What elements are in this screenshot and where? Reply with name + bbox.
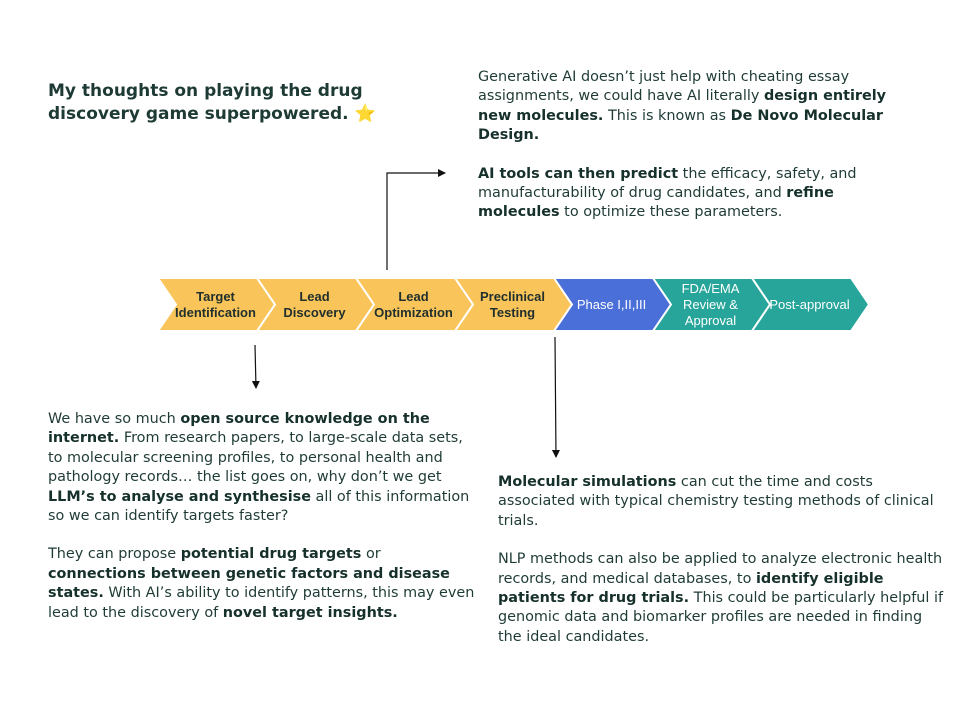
pipeline-step-label: Lead — [299, 289, 329, 304]
title-text: My thoughts on playing the drug discover… — [48, 81, 363, 124]
simulation-paragraph-1: Molecular simulations can cut the time a… — [498, 473, 948, 531]
pipeline-step-label: Review & — [683, 297, 738, 312]
target-identification-text-block: We have so much open source knowledge on… — [48, 410, 478, 642]
text-span: all of this information so we can identi… — [48, 488, 470, 525]
simulation-paragraph-2: NLP methods can also be applied to analy… — [498, 550, 948, 647]
pipeline-step-label: Optimization — [374, 305, 453, 320]
text-span: Generative AI doesn’t just help with che… — [478, 69, 850, 105]
pipeline-step-5: Phase I,II,III — [552, 277, 673, 332]
bold-span: novel target insights. — [222, 604, 398, 621]
connector-arrow-target — [251, 344, 260, 389]
bold-span: identify eligible patients for drug tria… — [498, 570, 884, 607]
pipeline-step-label: Post-approval — [769, 297, 849, 312]
text-span: This could be particularly helpful if ge… — [498, 590, 944, 645]
text-span: NLP methods can also be applied to analy… — [498, 551, 943, 587]
bold-span: AI tools can then predict — [478, 165, 679, 182]
bold-span: Molecular simulations — [498, 474, 677, 490]
page-title: My thoughts on playing the drug discover… — [48, 80, 408, 126]
connector-arrow-ai-design — [386, 169, 446, 270]
text-span: We have so much — [48, 411, 181, 427]
bold-span: LLM’s to analyse and synthesise — [48, 488, 311, 505]
pipeline-step-label: Discovery — [283, 305, 346, 320]
text-span: From research papers, to large-scale dat… — [48, 430, 463, 486]
ai-design-text-block: Generative AI doesn’t just help with che… — [478, 68, 898, 242]
text-span: With AI’s ability to identify patterns, … — [48, 585, 475, 621]
text-span: can cut the time and costs associated wi… — [498, 474, 934, 529]
pipeline-step-label: Lead — [398, 289, 428, 304]
pipeline-step-label: Testing — [490, 305, 535, 320]
pipeline-step-label: Approval — [685, 313, 736, 328]
bold-span: open source knowledge on the internet. — [48, 411, 430, 447]
pipeline-step-label: Identification — [175, 305, 256, 320]
pipeline-step-shape — [750, 277, 871, 332]
bold-span: De Novo Molecular Design. — [478, 107, 883, 144]
text-span: to optimize these parameters. — [559, 204, 783, 221]
pipeline-step-label: FDA/EMA — [682, 281, 740, 296]
text-span: This is known as — [603, 107, 731, 124]
bold-span: refine molecules — [478, 185, 834, 221]
pipeline-step-label: Preclinical — [480, 289, 545, 304]
connector-arrow-simulation — [551, 336, 560, 458]
ai-design-paragraph-1: Generative AI doesn’t just help with che… — [478, 68, 898, 146]
text-span: the efficacy, safety, and manufacturabil… — [478, 165, 857, 202]
text-span: They can propose — [48, 546, 181, 563]
pipeline-steps: TargetIdentificationLeadDiscoveryLeadOpt… — [156, 277, 871, 332]
bold-span: potential drug targets — [180, 546, 362, 563]
pipeline-step-7: Post-approval — [750, 277, 871, 332]
pipeline-step-label: Target — [196, 289, 235, 304]
ai-design-paragraph-2: AI tools can then predict the efficacy, … — [478, 165, 898, 223]
target-paragraph-1: We have so much open source knowledge on… — [48, 410, 478, 526]
star-icon: ⭐ — [354, 104, 376, 124]
simulation-text-block: Molecular simulations can cut the time a… — [498, 473, 948, 666]
bold-span: design entirely new molecules. — [478, 88, 887, 124]
text-span: or — [361, 546, 381, 563]
target-paragraph-2: They can propose potential drug targets … — [48, 545, 478, 623]
bold-span: connections between genetic factors and … — [48, 565, 450, 602]
pipeline-step-label: Phase I,II,III — [577, 297, 646, 312]
